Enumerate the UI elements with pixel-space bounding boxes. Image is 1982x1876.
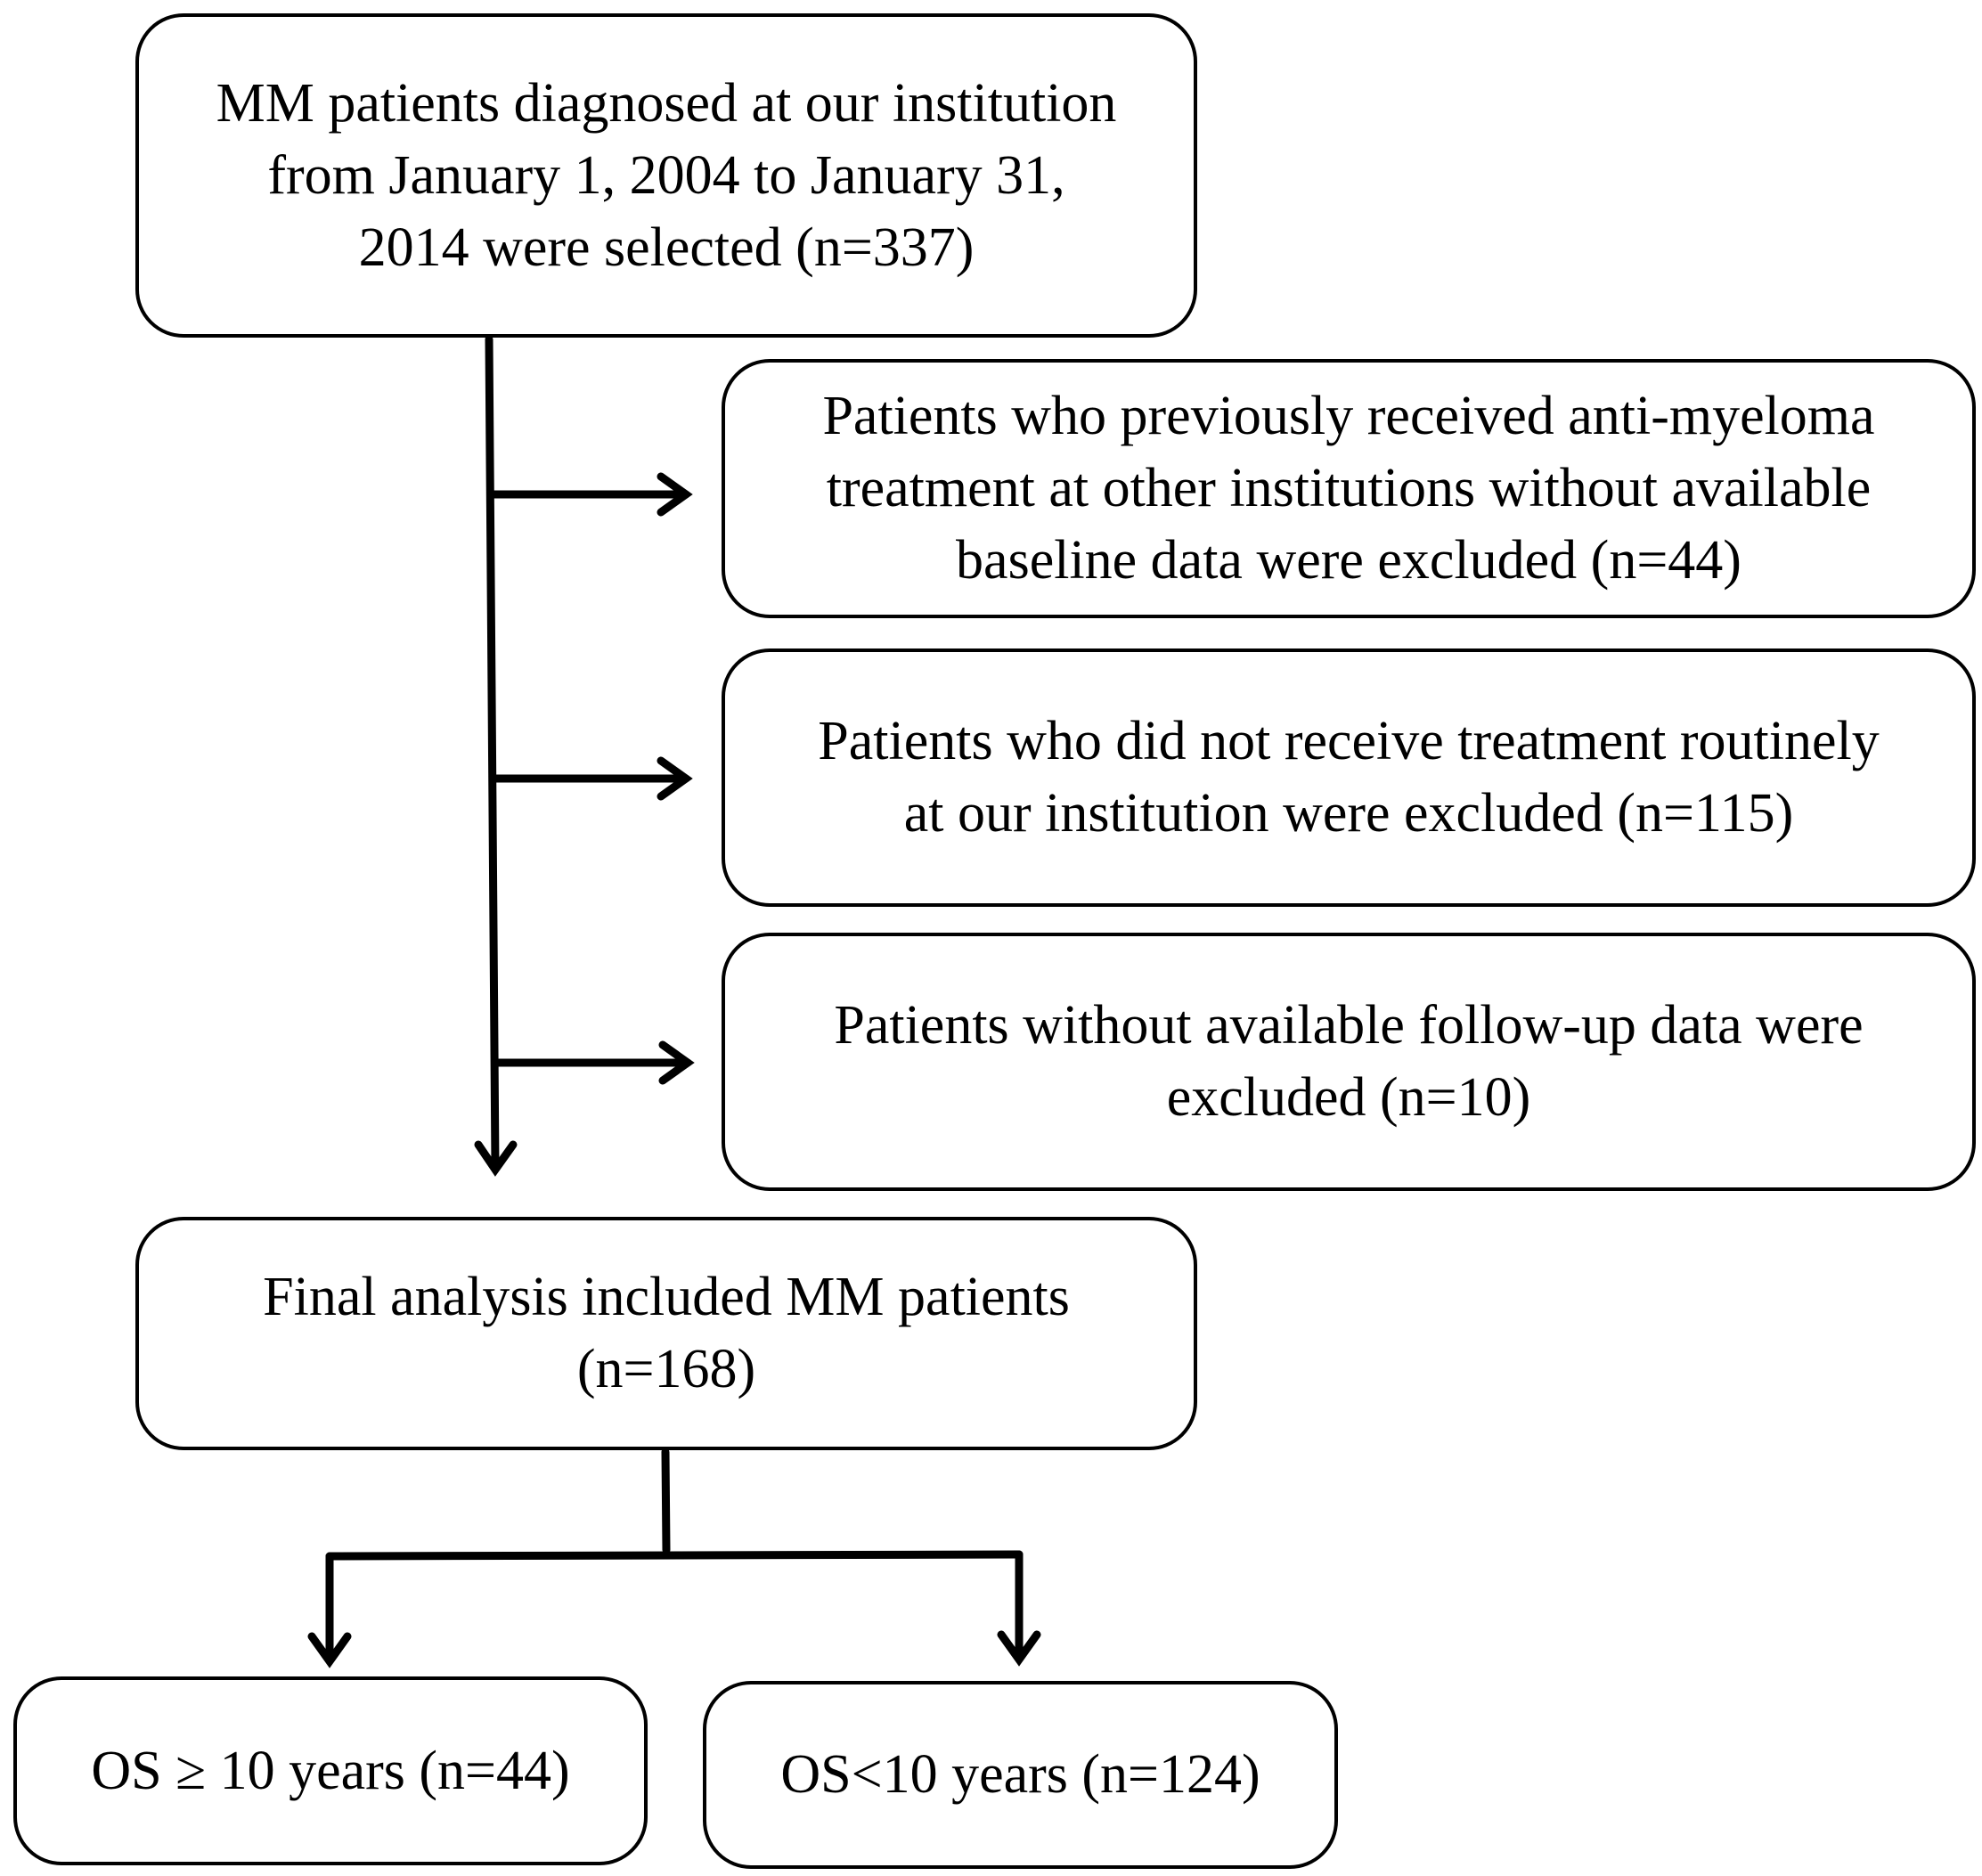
selected-line-2: from January 1, 2004 to January 31, bbox=[267, 144, 1065, 206]
exclusion-1-arrowhead bbox=[657, 472, 693, 517]
selected-line-1: MM patients diagnosed at our institution bbox=[216, 72, 1117, 134]
exclusion-2-line-1: Patients who did not receive treatment r… bbox=[818, 711, 1880, 771]
exclusion-3-line-2: excluded (n=10) bbox=[1166, 1067, 1531, 1128]
exclusion-2-line-2: at our institution were excluded (n=115) bbox=[903, 783, 1794, 844]
exclusion-1-line-3: baseline data were excluded (n=44) bbox=[956, 530, 1741, 591]
group-box-os-lt-10: OS<10 years (n=124) bbox=[703, 1681, 1338, 1869]
exclusion-1-line-2: treatment at other institutions without … bbox=[826, 458, 1872, 518]
final-analysis-box: Final analysis included MM patients (n=1… bbox=[135, 1217, 1197, 1450]
exclusion-3-arrowhead bbox=[658, 1040, 695, 1085]
exclusion-box-non-routine-treatment: Patients who did not receive treatment r… bbox=[722, 648, 1976, 907]
exclusion-box-prior-treatment: Patients who previously received anti-my… bbox=[722, 359, 1976, 618]
split-bar-line bbox=[325, 1550, 1024, 1561]
final-line-1: Final analysis included MM patients bbox=[263, 1267, 1070, 1327]
group-box-os-ge-10: OS ≥ 10 years (n=44) bbox=[13, 1676, 648, 1865]
group-os-ge-10-label: OS ≥ 10 years (n=44) bbox=[91, 1740, 570, 1801]
exclusion-box-no-follow-up: Patients without available follow-up dat… bbox=[722, 933, 1976, 1191]
main-trunk-arrowhead bbox=[474, 1140, 518, 1177]
exclusion-3-line-1: Patients without available follow-up dat… bbox=[834, 995, 1864, 1056]
group-left-arrowhead bbox=[307, 1632, 352, 1668]
main-trunk-line bbox=[485, 335, 500, 1171]
exclusion-2-arrowhead bbox=[657, 756, 693, 801]
selected-line-3: 2014 were selected (n=337) bbox=[358, 216, 975, 278]
group-os-lt-10-label: OS<10 years (n=124) bbox=[780, 1744, 1260, 1805]
selected-patients-box: MM patients diagnosed at our institution… bbox=[135, 13, 1197, 338]
group-right-arrowhead bbox=[997, 1630, 1041, 1667]
split-stem-line bbox=[661, 1448, 671, 1554]
final-line-2: (n=168) bbox=[576, 1339, 756, 1399]
exclusion-1-line-1: Patients who previously received anti-my… bbox=[822, 386, 1875, 446]
